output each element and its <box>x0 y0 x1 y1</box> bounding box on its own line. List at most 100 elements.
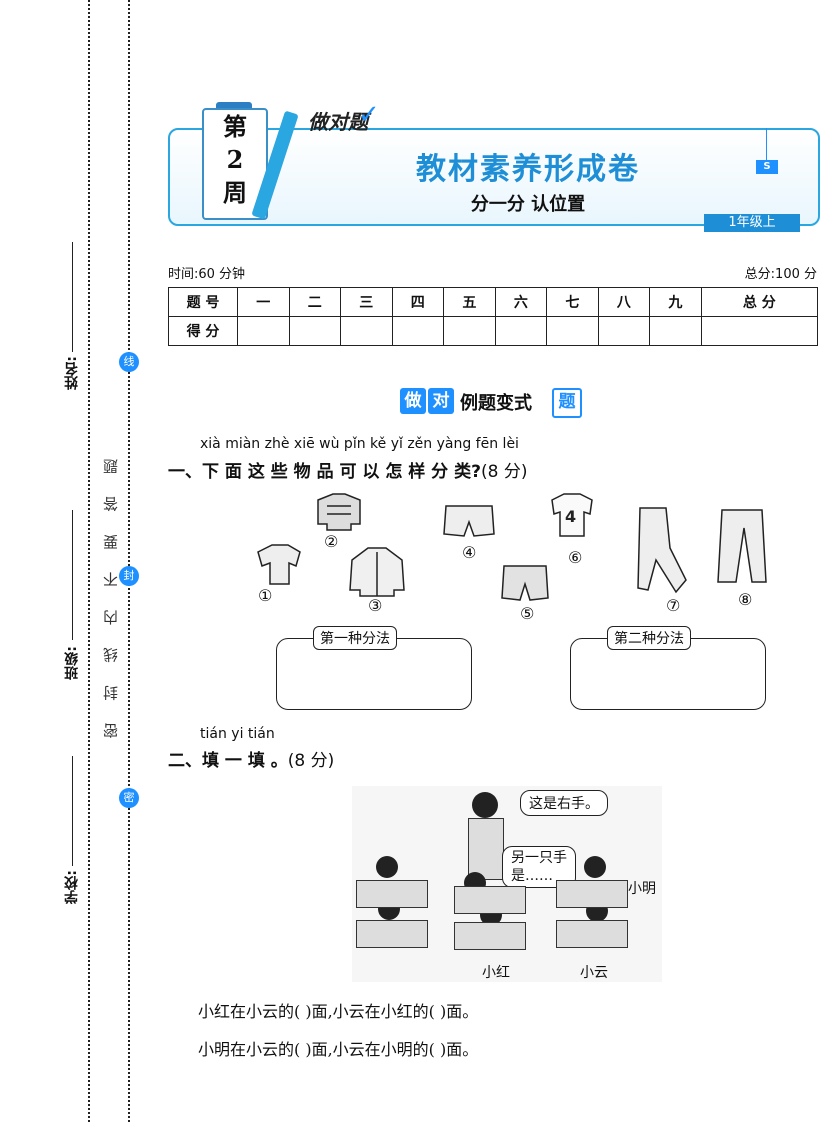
week-card: 第 2 周 <box>202 108 268 220</box>
answer-box-method1[interactable]: 第一种分法 <box>276 626 472 710</box>
label-xiaoming: 小明 <box>628 881 656 897</box>
bubble2-line1: 另一只手 <box>511 850 567 866</box>
column-header: 九 <box>649 287 702 317</box>
week-number: 2 <box>226 145 244 174</box>
school-label: 学校: <box>64 870 80 904</box>
q1-points: (8 分) <box>480 462 528 482</box>
seal-mark-line: 线 <box>119 352 139 372</box>
q2-pinyin: tián yi tián <box>200 726 275 742</box>
total-score: 总分:100 分 <box>744 267 817 282</box>
item-number: ⑦ <box>666 596 681 615</box>
score-cell[interactable] <box>237 316 290 346</box>
jeans-icon <box>637 507 687 594</box>
column-header: 五 <box>443 287 496 317</box>
section-banner: 做 对 例题变式 题 <box>400 386 584 420</box>
column-header: 二 <box>288 287 342 317</box>
tshirt-icon: 4 <box>551 493 593 537</box>
desk <box>556 920 628 948</box>
week-bottom: 周 <box>223 178 247 207</box>
desk <box>556 880 628 908</box>
method1-label: 第一种分法 <box>313 626 397 650</box>
shorts-icon <box>501 565 549 601</box>
name-blank-line <box>72 242 73 352</box>
item-number: ⑤ <box>520 604 535 623</box>
speech-bubble-right-hand: 这是右手。 <box>520 790 608 816</box>
classroom-illustration: 这是右手。 另一只手 是…… 小明 小红 小云 <box>352 786 662 982</box>
seal-notice: 密 封 线 内 不 要 答 题 <box>102 450 120 739</box>
q2-title: 二、填 一 填 。(8 分) <box>168 746 334 771</box>
desk <box>356 880 428 908</box>
fill-line-2[interactable]: 小明在小云的( )面,小云在小明的( )面。 <box>198 1040 479 1059</box>
label-xiaohong: 小红 <box>482 965 510 981</box>
label-xiaoyun: 小云 <box>580 965 608 981</box>
table-row: 得 分 <box>168 316 819 346</box>
column-header: 三 <box>340 287 393 317</box>
shirt-icon <box>257 544 301 585</box>
svg-text:4: 4 <box>565 507 576 526</box>
grade-label: 1年级上 <box>704 214 800 232</box>
desk <box>454 886 526 914</box>
school-blank-line <box>72 756 73 866</box>
teacher-figure <box>472 792 498 818</box>
week-top: 第 <box>223 112 247 141</box>
shorts-icon <box>443 505 495 537</box>
item-number: ③ <box>368 596 383 615</box>
item-number: ⑥ <box>568 548 583 567</box>
jacket-icon <box>349 547 405 597</box>
class-label: 班级: <box>64 646 80 680</box>
column-header: 六 <box>494 287 548 317</box>
banner-box-1: 做 <box>400 388 426 414</box>
q1-pinyin: xià miàn zhè xiē wù pǐn kě yǐ zěn yàng f… <box>200 436 519 452</box>
row-header: 得 分 <box>168 316 238 346</box>
badge-label: 做对题 <box>308 110 368 134</box>
q1-title: 一、下 面 这 些 物 品 可 以 怎 样 分 类?(8 分) <box>168 457 527 482</box>
score-cell[interactable] <box>340 316 393 346</box>
column-header: 八 <box>597 287 651 317</box>
score-cell[interactable] <box>597 316 651 346</box>
desk <box>356 920 428 948</box>
tag-string <box>766 128 767 160</box>
item-number: ⑧ <box>738 590 753 609</box>
class-blank-line <box>72 510 73 640</box>
trousers-icon <box>717 509 767 583</box>
column-header: 总 分 <box>700 287 819 317</box>
item-number: ① <box>258 586 273 605</box>
score-cell[interactable] <box>288 316 342 346</box>
score-cell[interactable] <box>546 316 599 346</box>
score-cell[interactable] <box>700 316 819 346</box>
column-header: 一 <box>237 287 290 317</box>
teacher-body <box>468 818 504 880</box>
item-number: ② <box>324 532 339 551</box>
desk <box>454 922 526 950</box>
answer-box-method2[interactable]: 第二种分法 <box>570 626 766 710</box>
sweater-icon <box>317 493 361 531</box>
q2-points: (8 分) <box>287 751 335 771</box>
exam-header: 第 2 周 做对题 ✓ 教材素养形成卷 分一分 认位置 S 1年级上 <box>168 100 820 232</box>
score-cell[interactable] <box>649 316 702 346</box>
table-row: 题 号 一 二 三 四 五 六 七 八 九 总 分 <box>168 287 819 317</box>
method2-label: 第二种分法 <box>607 626 691 650</box>
student-figure <box>584 856 606 878</box>
student-figure <box>376 856 398 878</box>
time-limit: 时间:60 分钟 <box>168 267 246 282</box>
edition-tag: S <box>756 160 778 174</box>
bubble2-line2: 是…… <box>511 868 553 884</box>
column-header: 七 <box>546 287 599 317</box>
seal-mark-secret: 密 <box>119 788 139 808</box>
check-icon: ✓ <box>358 100 380 130</box>
banner-box-2: 对 <box>428 388 454 414</box>
banner-text: 例题变式 <box>460 393 532 414</box>
score-table: 题 号 一 二 三 四 五 六 七 八 九 总 分 得 分 <box>168 287 819 346</box>
name-label: 姓名: <box>64 356 80 390</box>
score-cell[interactable] <box>443 316 496 346</box>
fold-line-inner <box>128 0 130 1122</box>
row-header: 题 号 <box>168 287 238 317</box>
q2-title-text: 二、填 一 填 。 <box>168 751 288 771</box>
seal-mark-seal: 封 <box>119 566 139 586</box>
q1-title-text: 一、下 面 这 些 物 品 可 以 怎 样 分 类? <box>168 462 481 482</box>
score-cell[interactable] <box>391 316 445 346</box>
exam-title: 教材素养形成卷 <box>416 152 640 187</box>
fill-line-1[interactable]: 小红在小云的( )面,小云在小红的( )面。 <box>198 1002 479 1021</box>
score-cell[interactable] <box>494 316 548 346</box>
exam-subtitle: 分一分 认位置 <box>470 194 586 215</box>
